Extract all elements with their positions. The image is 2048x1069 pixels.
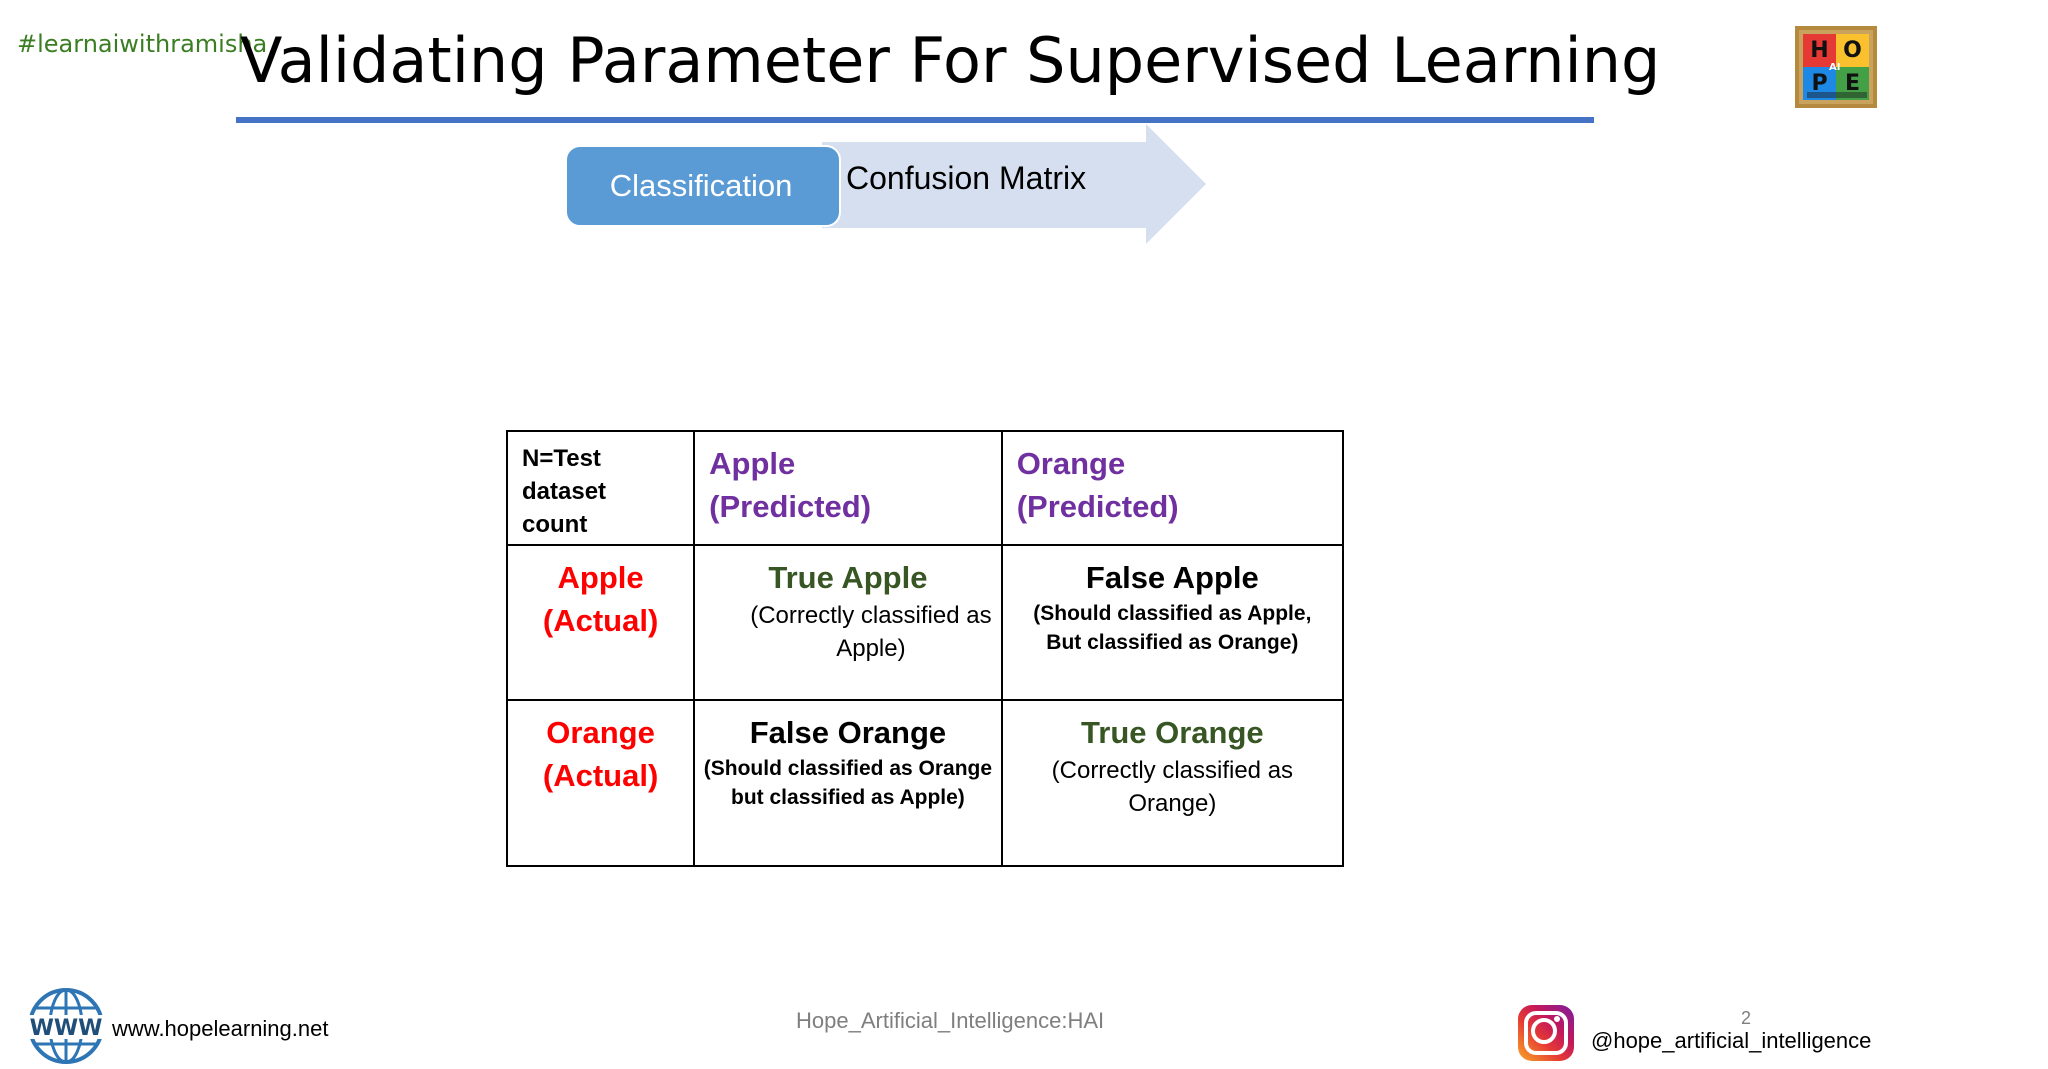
true-apple-desc-1: (Correctly classified as — [750, 601, 992, 629]
classification-step-label: Classification — [609, 168, 793, 203]
false-orange-desc-1: (Should classified as Orange — [703, 757, 993, 781]
matrix-row-orange-actual: Orange (Actual) False Orange (Should cla… — [505, 699, 1345, 867]
col-header-apple-sub: (Predicted) — [709, 489, 872, 524]
true-apple-desc-2: Apple) — [836, 634, 906, 662]
footer-brand-text: Hope_Artificial_Intelligence:HAI — [796, 1008, 1105, 1033]
process-arrow — [565, 124, 1206, 244]
row-header-orange: Orange — [546, 715, 655, 751]
row-header-apple: Apple — [557, 559, 644, 595]
false-apple-desc-1: (Should classified as Apple, — [1033, 601, 1312, 625]
confusion-matrix-table: N=Test dataset count Apple (Predicted) O… — [505, 430, 1345, 867]
arrow-shape — [822, 124, 1206, 244]
www-icon-text: WWW — [30, 1016, 103, 1041]
false-apple-title: False Apple — [1085, 559, 1259, 595]
slide-number: 2 — [1741, 1008, 1752, 1028]
row-header-orange-sub: (Actual) — [542, 758, 659, 794]
col-header-orange-sub: (Predicted) — [1016, 489, 1179, 524]
instagram-icon — [1518, 1005, 1574, 1061]
corner-line-1: N=Test — [522, 445, 601, 472]
instagram-handle: @hope_artificial_intelligence — [1591, 1028, 1872, 1053]
hashtag-text: #learnaiwithramisha — [17, 30, 268, 58]
col-header-apple-predicted: Apple (Predicted) — [693, 430, 1003, 546]
matrix-header-row: N=Test dataset count Apple (Predicted) O… — [505, 430, 1345, 546]
website-url: www.hopelearning.net — [112, 1016, 329, 1041]
cell-true-orange: True Orange (Correctly classified as Ora… — [1000, 699, 1345, 867]
logo-letter-o: O — [1836, 34, 1869, 67]
corner-line-3: count — [522, 511, 588, 538]
col-header-orange-predicted: Orange (Predicted) — [1000, 430, 1345, 546]
corner-cell: N=Test dataset count — [505, 430, 696, 546]
cell-false-apple: False Apple (Should classified as Apple,… — [1000, 543, 1345, 702]
slide-title: Validating Parameter For Supervised Lear… — [240, 24, 1661, 97]
true-apple-title: True Apple — [768, 559, 928, 595]
row-header-apple-sub: (Actual) — [542, 602, 659, 638]
col-header-apple: Apple — [709, 446, 796, 481]
false-orange-desc-2: but classified as Apple) — [731, 786, 965, 810]
false-orange-title: False Orange — [749, 715, 947, 751]
title-underline — [236, 117, 1594, 123]
logo-tagline-strip — [1807, 92, 1867, 98]
confusion-matrix-step-label: Confusion Matrix — [846, 160, 1087, 196]
logo-letter-e: E — [1836, 67, 1869, 100]
true-orange-title: True Orange — [1081, 715, 1264, 751]
row-header-orange-actual: Orange (Actual) — [505, 699, 696, 867]
classification-box — [565, 145, 841, 227]
globe-icon: WWW — [26, 988, 106, 1064]
logo-letter-p: P — [1803, 67, 1836, 100]
row-header-apple-actual: Apple (Actual) — [505, 543, 696, 702]
col-header-orange: Orange — [1016, 446, 1126, 481]
false-apple-desc-2: But classified as Orange) — [1046, 630, 1299, 654]
cell-false-orange: False Orange (Should classified as Orang… — [693, 699, 1003, 867]
logo-ai-text: AI — [1829, 62, 1841, 73]
corner-line-2: dataset — [522, 478, 607, 505]
matrix-row-apple-actual: Apple (Actual) True Apple (Correctly cla… — [505, 543, 1345, 702]
logo-letter-h: H — [1803, 34, 1836, 67]
hope-logo: H O P E AI — [1795, 26, 1877, 108]
cell-true-apple: True Apple (Correctly classified as Appl… — [693, 543, 1003, 702]
true-orange-desc-1: (Correctly classified as — [1051, 757, 1294, 785]
true-orange-desc-2: Orange) — [1128, 790, 1217, 818]
